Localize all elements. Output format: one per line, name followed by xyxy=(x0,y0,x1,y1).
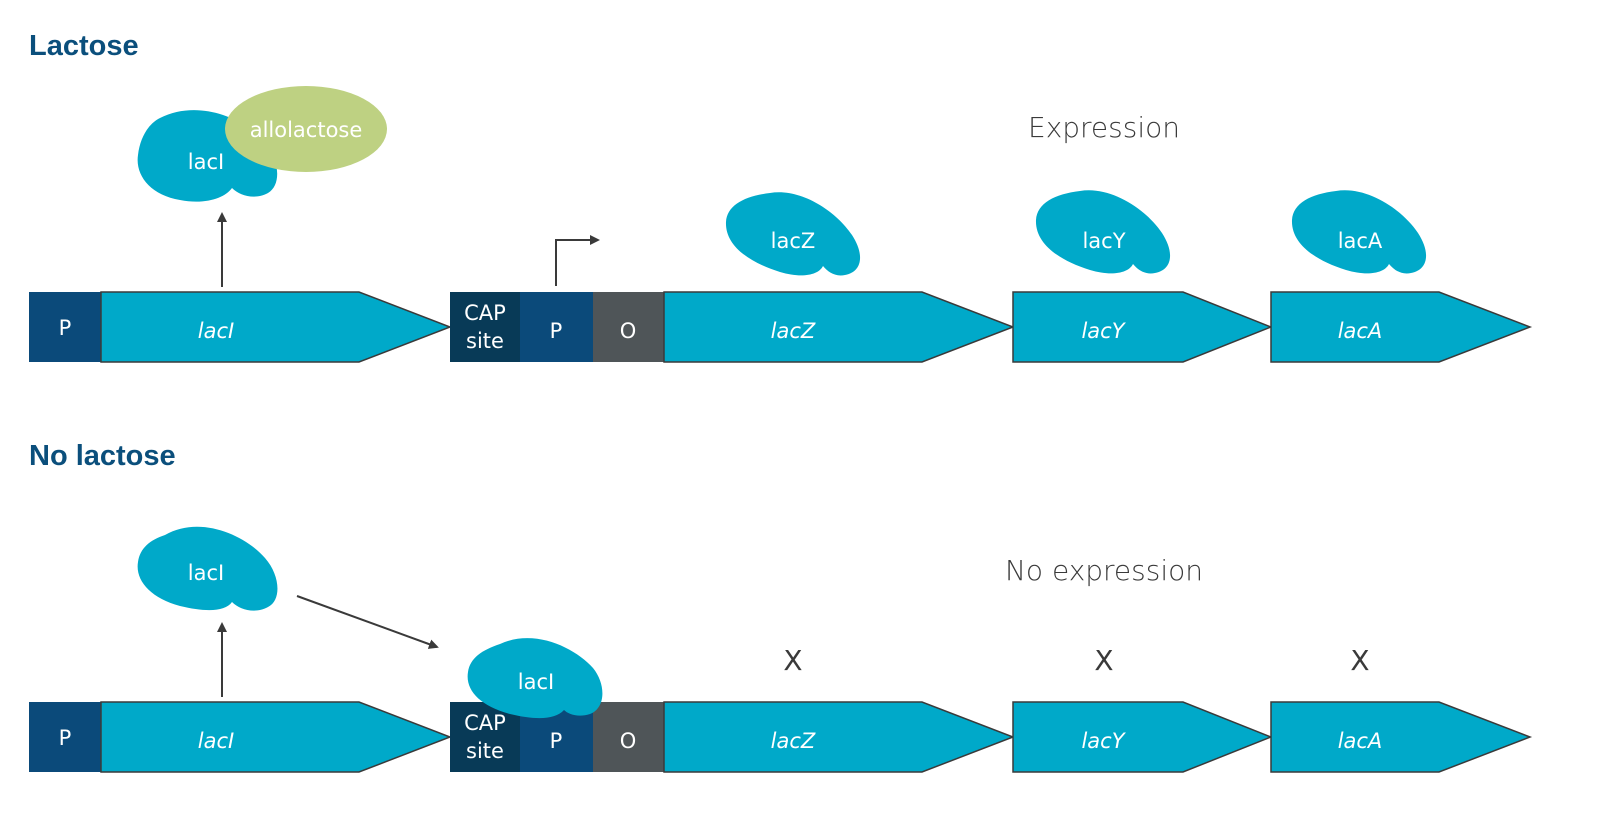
operon-promoter-label: P xyxy=(550,319,563,343)
operator-segment xyxy=(593,292,664,362)
operator-label: O xyxy=(620,729,637,753)
laca-blocked-x-icon: X xyxy=(1350,644,1369,677)
laci-gene-arrow xyxy=(100,701,453,773)
binding-arrow-icon xyxy=(296,595,439,649)
cap-site-label-line1: CAP xyxy=(464,301,506,325)
laci-gene-label: lacI xyxy=(198,729,234,753)
lacz-protein-blob: lacZ xyxy=(725,192,861,276)
operator-segment xyxy=(593,702,664,772)
laca-gene-arrow xyxy=(1270,701,1533,773)
cap-site-label-line1: CAP xyxy=(464,711,506,735)
panel-no-lactose: No lactose lacI P lacI CAP site P O lacI… xyxy=(29,440,1533,773)
allolactose-molecule: allolactose xyxy=(225,86,387,172)
lacz-gene-arrow xyxy=(663,291,1016,363)
laci-gene-arrow xyxy=(100,291,453,363)
lacz-gene-label: lacZ xyxy=(771,729,816,753)
laci-gene-label: lacI xyxy=(198,319,234,343)
lacz-protein-label: lacZ xyxy=(771,229,816,253)
laca-protein-blob: lacA xyxy=(1291,190,1427,274)
laca-gene-label: lacA xyxy=(1338,319,1383,343)
lacy-protein-label: lacY xyxy=(1082,229,1125,253)
cap-site-segment xyxy=(450,702,520,772)
laci-protein-blob: lacI xyxy=(137,526,278,611)
panel-title: Lactose xyxy=(29,30,139,62)
lacy-gene-arrow xyxy=(1012,291,1274,363)
lacy-blocked-x-icon: X xyxy=(1094,644,1113,677)
laca-gene-label: lacA xyxy=(1338,729,1383,753)
allolactose-label: allolactose xyxy=(250,118,363,142)
laci-promoter-segment xyxy=(29,292,101,362)
panel-title: No lactose xyxy=(29,440,176,472)
lacy-gene-arrow xyxy=(1012,701,1274,773)
lacy-gene-label: lacY xyxy=(1081,319,1126,343)
bound-laci-protein-blob: lacI xyxy=(467,638,603,719)
cap-site-label-line2: site xyxy=(466,329,504,353)
lacz-gene-arrow xyxy=(663,701,1016,773)
lacz-blocked-x-icon: X xyxy=(783,644,802,677)
operator-label: O xyxy=(620,319,637,343)
laci-promoter-label: P xyxy=(59,316,72,340)
no-expression-caption: No expression xyxy=(1005,554,1203,587)
transcription-start-arrow-icon xyxy=(555,235,600,286)
laci-promoter-segment xyxy=(29,702,101,772)
laca-gene-arrow xyxy=(1270,291,1533,363)
cap-site-label-line2: site xyxy=(466,739,504,763)
panel-lactose: Lactose lacI allolactose P lacI CAP site… xyxy=(29,30,1533,363)
cap-site-segment xyxy=(450,292,520,362)
operon-promoter-label: P xyxy=(550,729,563,753)
lacy-gene-label: lacY xyxy=(1081,729,1126,753)
expression-caption: Expression xyxy=(1028,111,1180,144)
laci-protein-label: lacI xyxy=(188,561,224,585)
bound-laci-protein-label: lacI xyxy=(518,670,554,694)
lacz-gene-label: lacZ xyxy=(771,319,816,343)
laca-protein-label: lacA xyxy=(1338,229,1383,253)
laci-promoter-label: P xyxy=(59,726,72,750)
laci-protein-label: lacI xyxy=(188,150,224,174)
operon-promoter-segment xyxy=(520,292,593,362)
lacy-protein-blob: lacY xyxy=(1035,190,1171,274)
